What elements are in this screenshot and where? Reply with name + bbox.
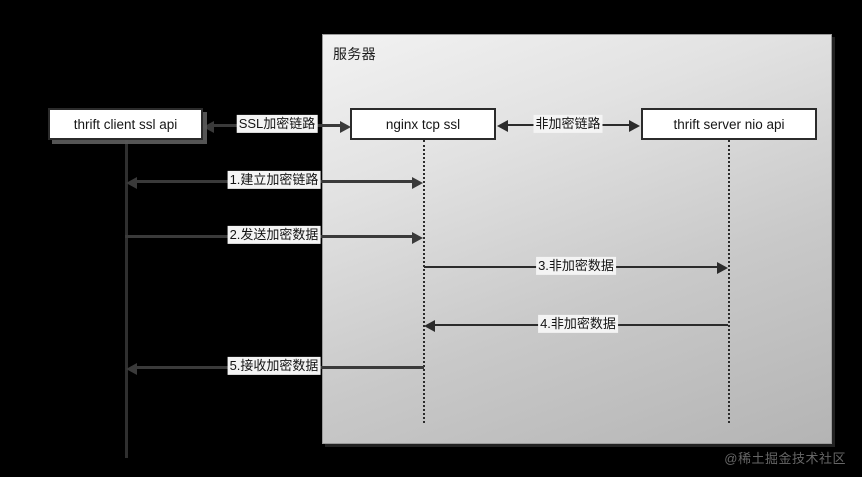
message-1-label: 1.建立加密链路: [227, 170, 321, 190]
arrowhead-right-icon: [629, 120, 640, 132]
arrowhead-right-icon: [717, 262, 728, 274]
arrowhead-right-icon: [412, 177, 423, 189]
participant-label: nginx tcp ssl: [385, 116, 461, 132]
server-container-title: 服务器: [333, 46, 376, 62]
message-2-label: 2.发送加密数据: [227, 225, 321, 245]
lifeline-client: [125, 140, 128, 458]
arrowhead-right-icon: [340, 121, 351, 133]
lifeline-thrift: [728, 140, 730, 423]
link-plain-label: 非加密链路: [533, 114, 603, 134]
message-4-label: 4.非加密数据: [538, 314, 618, 334]
arrowhead-left-icon: [126, 363, 137, 375]
watermark: @稀土掘金技术社区: [724, 451, 846, 466]
participant-thrift-client-ssl-api[interactable]: thrift client ssl api: [48, 108, 203, 140]
participant-nginx-tcp-ssl[interactable]: nginx tcp ssl: [350, 108, 496, 140]
server-container: 服务器: [322, 34, 832, 444]
arrowhead-left-icon: [203, 121, 214, 133]
arrowhead-left-icon: [497, 120, 508, 132]
lifeline-nginx: [423, 140, 425, 423]
link-ssl-encrypted-label: SSL加密链路: [236, 114, 318, 134]
arrowhead-right-icon: [412, 232, 423, 244]
arrowhead-left-icon: [424, 320, 435, 332]
arrowhead-left-icon: [126, 177, 137, 189]
message-3-label: 3.非加密数据: [536, 256, 616, 276]
participant-thrift-server-nio-api[interactable]: thrift server nio api: [641, 108, 817, 140]
message-5-label: 5.接收加密数据: [227, 356, 321, 376]
participant-label: thrift server nio api: [673, 116, 785, 132]
participant-label: thrift client ssl api: [73, 116, 178, 132]
